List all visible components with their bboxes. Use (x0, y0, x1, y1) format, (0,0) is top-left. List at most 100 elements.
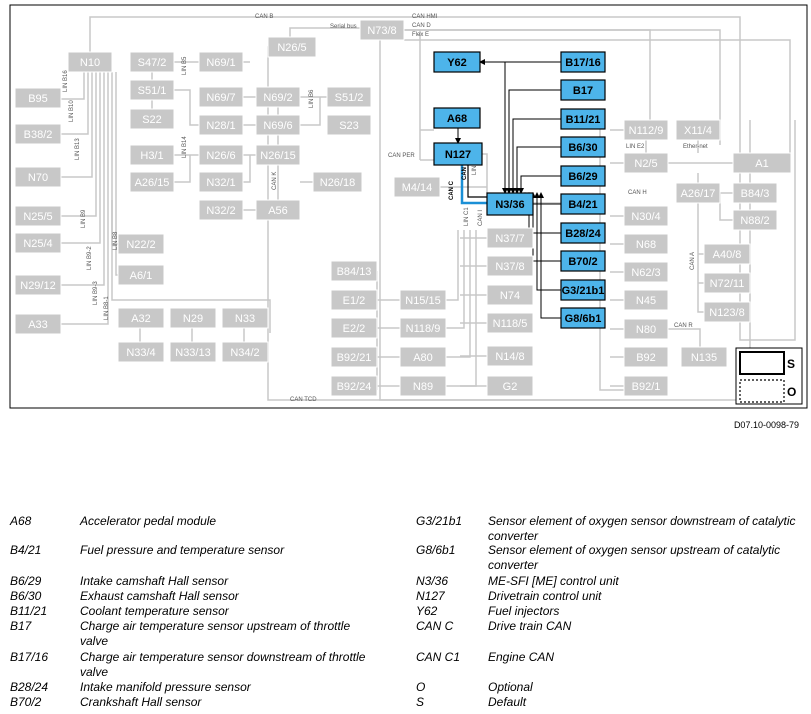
module-n32-1: N32/1 (198, 171, 244, 193)
module-n112-9: N112/9 (623, 119, 669, 141)
module-label-n33: N33 (235, 313, 255, 325)
bus-wire-4 (289, 27, 360, 37)
bus-label-lin-b13: LIN B13 (75, 138, 81, 160)
bus-label-ether-net: Ether-net (683, 144, 708, 150)
module-n28-1: N28/1 (198, 114, 244, 136)
legend-text-n127: Drivetrain control unit (488, 589, 602, 603)
legend-text-can-c: Drive train CAN (488, 619, 572, 633)
module-a40-8: A40/8 (703, 243, 751, 265)
bus-label-lin-c1: LIN C1 (464, 207, 470, 226)
bus-wire-75 (482, 153, 488, 193)
bus-label-lin-e2: LIN E2 (626, 144, 645, 150)
module-n2-5: N2/5 (623, 152, 669, 174)
module-label-n62-3: N62/3 (631, 267, 660, 279)
module-n88-2: N88/2 (732, 209, 778, 231)
module-n37-7: N37/7 (486, 227, 534, 249)
module-label-n33-4: N33/4 (126, 347, 155, 359)
module-n26-15: N26/15 (255, 144, 301, 166)
legend-text-s: Default (488, 695, 527, 709)
module-s23: S23 (326, 114, 372, 136)
document-id: D07.10-0098-79 (733, 420, 799, 430)
module-n80: N80 (623, 318, 669, 340)
module-label-s47-2: S47/2 (138, 57, 167, 69)
module-label-n10: N10 (80, 57, 100, 69)
module-label-n15-15: N15/15 (405, 295, 440, 307)
bus-wire-23 (61, 72, 85, 100)
legend-code-b6-29: B6/29 (10, 574, 42, 588)
module-b70-2: B70/2 (560, 250, 606, 272)
module-label-a68: A68 (447, 113, 467, 125)
module-n68: N68 (623, 233, 669, 255)
module-y62: Y62 (433, 51, 481, 73)
module-label-a1: A1 (755, 158, 768, 170)
module-a1: A1 (732, 152, 792, 174)
bus-label-lin-b8: LIN B8 (113, 231, 119, 250)
module-label-n45: N45 (636, 295, 656, 307)
legend-code-b6-30: B6/30 (10, 589, 42, 603)
legend-code-b4-21: B4/21 (10, 543, 42, 557)
module-layer: N10B95B38/2N70N25/5N25/4N29/12A33N22/2A6… (14, 19, 792, 397)
bus-label-can-i: CAN I (478, 210, 484, 226)
module-label-n70: N70 (28, 172, 48, 184)
sensor-wire-1 (506, 89, 561, 194)
module-s22: S22 (129, 108, 175, 130)
module-label-g3-21b1: G3/21b1 (562, 285, 605, 297)
module-n32-2: N32/2 (198, 199, 244, 221)
module-label-a26-17: A26/17 (681, 188, 716, 200)
module-n22-2: N22/2 (117, 233, 165, 255)
module-n69-6: N69/6 (255, 114, 301, 136)
bus-label-lin-b9-3: LIN B9-3 (93, 281, 99, 305)
bus-wire-72 (668, 328, 701, 347)
module-b92-1: B92/1 (623, 375, 669, 397)
module-label-n29: N29 (183, 313, 203, 325)
bus-wire-69 (697, 203, 704, 313)
module-n15-15: N15/15 (399, 289, 447, 311)
module-label-n72-11: N72/11 (710, 278, 745, 290)
module-x11-4: X11/4 (675, 119, 721, 141)
bus-wire-43 (446, 230, 471, 358)
legend-text-g3-21b1: Sensor element of oxygen sensor downstre… (488, 514, 796, 543)
legend-text-b17: Charge air temperature sensor upstream o… (80, 619, 351, 648)
module-a32: A32 (117, 307, 165, 329)
bus-wire-41 (446, 230, 459, 301)
module-label-s51-2: S51/2 (335, 92, 364, 104)
module-b92: B92 (623, 346, 669, 368)
bus-wire-2 (404, 29, 721, 145)
module-label-n80: N80 (636, 324, 656, 336)
module-label-n32-1: N32/1 (206, 177, 235, 189)
module-s51-1: S51/1 (129, 79, 175, 101)
legend-code-b70-2: B70/2 (10, 695, 42, 709)
module-n118-9: N118/9 (399, 317, 447, 339)
module-label-n14-8: N14/8 (495, 351, 524, 363)
module-n135: N135 (680, 346, 728, 368)
legend-text-n3-36: ME-SFI [ME] control unit (488, 574, 619, 588)
module-n72-11: N72/11 (703, 272, 751, 294)
module-b28-24: B28/24 (560, 222, 606, 244)
module-label-b28-24: B28/24 (565, 228, 601, 240)
module-n25-4: N25/4 (14, 232, 62, 254)
module-label-s51-1: S51/1 (138, 85, 167, 97)
module-label-b17: B17 (573, 85, 593, 97)
module-label-b92-24: B92/24 (337, 381, 372, 393)
bus-label-can-b: CAN B (255, 14, 273, 20)
bus-label-can-a: CAN A (690, 252, 696, 270)
bus-wire-29 (61, 72, 109, 325)
module-label-n25-5: N25/5 (23, 211, 52, 223)
module-b92-21: B92/21 (330, 346, 378, 368)
module-label-n127: N127 (445, 149, 471, 161)
module-b84-13: B84/13 (330, 260, 378, 282)
module-label-s22: S22 (142, 114, 162, 126)
module-label-g2: G2 (503, 381, 518, 393)
bus-label-can-c: CAN C (449, 180, 455, 200)
module-n45: N45 (623, 289, 669, 311)
bus-label-can-c1: CAN C1 (462, 157, 468, 180)
module-n26-18: N26/18 (312, 171, 363, 193)
legend-text-b28-24: Intake manifold pressure sensor (80, 680, 251, 694)
module-n123-8: N123/8 (703, 301, 751, 323)
module-a6-1: A6/1 (117, 264, 165, 286)
module-label-h3-1: H3/1 (140, 150, 163, 162)
bus-wire-31 (115, 72, 118, 276)
module-label-n112-9: N112/9 (629, 125, 664, 137)
sensor-wire-3 (514, 146, 561, 194)
module-label-a33: A33 (28, 319, 48, 331)
